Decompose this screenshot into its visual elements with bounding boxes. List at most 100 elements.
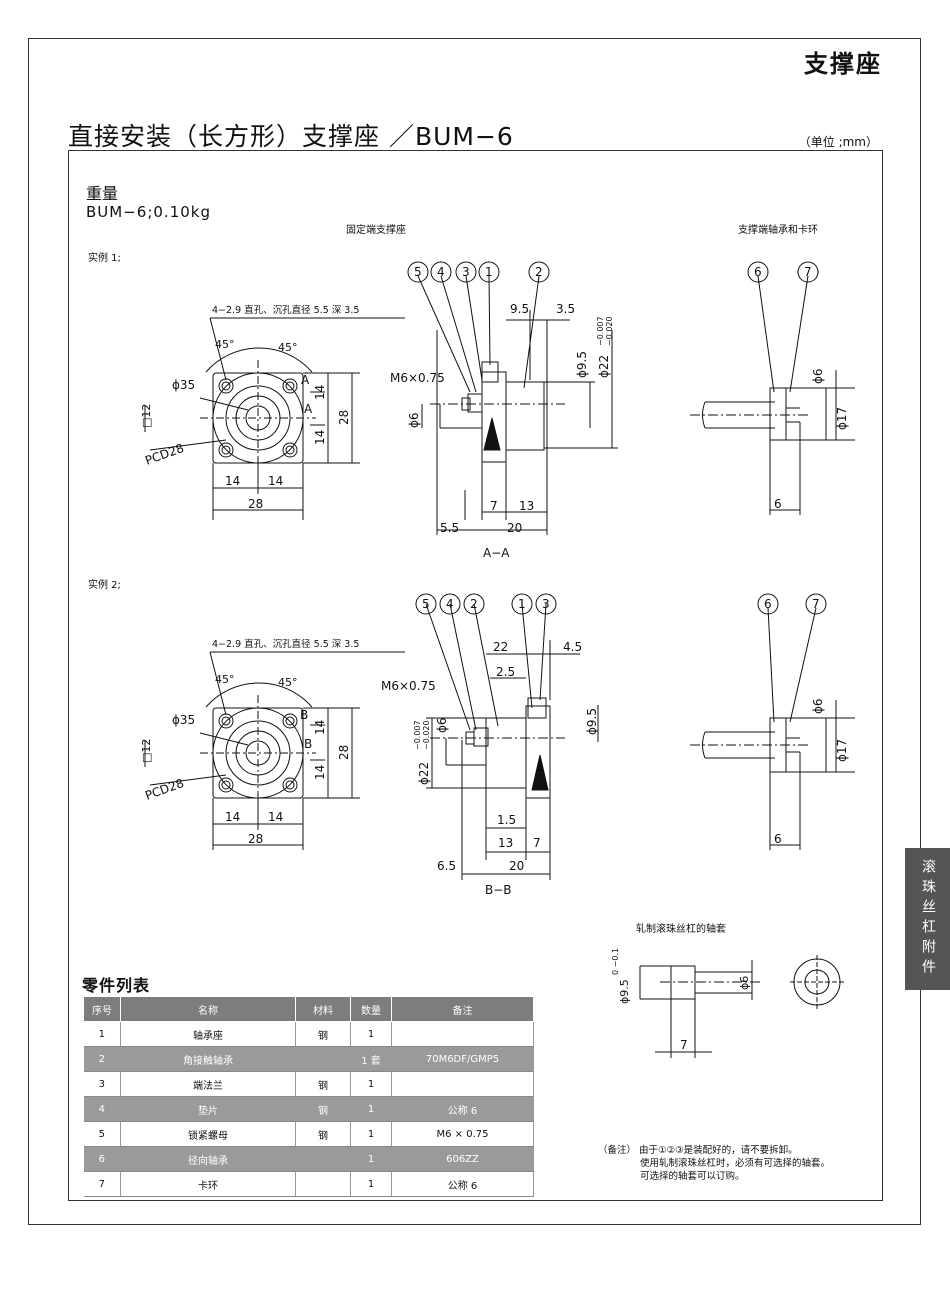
- callout-1: 1: [485, 265, 493, 279]
- callout-3: 3: [542, 597, 550, 611]
- cell-name: 垫片: [120, 1096, 296, 1122]
- width14-label: 14: [225, 810, 240, 824]
- cell-name: 径向轴承: [120, 1146, 296, 1172]
- col-header-qty: 数量: [350, 996, 392, 1022]
- weight-value: BUM−6;0.10kg: [86, 203, 211, 221]
- len6-label: 6: [774, 497, 782, 511]
- page-frame: [28, 38, 921, 1225]
- cell-material: 钢: [295, 1021, 351, 1047]
- cell-remark: 公称 6: [391, 1096, 534, 1122]
- table-row: 7 卡环 1 公称 6: [83, 1171, 534, 1197]
- note-line: 使用轧制滚珠丝杠时，必须有可选择的轴套。: [640, 1158, 831, 1169]
- section-aa-label: A−A: [483, 546, 510, 560]
- dia22-tol-upper: −0.007: [413, 720, 422, 750]
- width14-label: 14: [225, 474, 240, 488]
- len20-label: 20: [509, 859, 524, 873]
- unit-label: （单位 ;mm）: [798, 135, 878, 149]
- cell-no: 5: [83, 1121, 121, 1147]
- dia22-tol-lower: −0.020: [422, 720, 431, 750]
- thread-label: M6×0.75: [390, 371, 445, 385]
- table-row: 6 径向轴承 1 606ZZ: [83, 1146, 534, 1172]
- width14-label: 14: [268, 810, 283, 824]
- weight-heading: 重量: [86, 184, 119, 203]
- dia6-label: ϕ6: [811, 368, 825, 384]
- callout-3: 3: [462, 265, 470, 279]
- side-section-tab: 滚珠丝杠附件: [905, 848, 950, 990]
- section-view-bb: [415, 593, 599, 880]
- cell-no: 3: [83, 1071, 121, 1097]
- height14-label: 14: [313, 385, 327, 400]
- pcd-label: PCD28: [143, 441, 185, 468]
- sleeve-dia9.5-tol: 0 −0.1: [611, 948, 620, 975]
- cell-no: 6: [83, 1146, 121, 1172]
- square12-label: □12: [140, 404, 153, 428]
- example2-label: 实例 2;: [88, 580, 121, 591]
- hole-note-2: 4−2.9 直孔、沉孔直径 5.5 深 3.5: [212, 638, 359, 650]
- angle-label: 45°: [215, 673, 235, 686]
- note-line: 可选择的轴套可以订购。: [640, 1171, 745, 1182]
- height14-label: 14: [313, 430, 327, 445]
- cell-name: 锁紧螺母: [120, 1121, 296, 1147]
- section-view-aa: [407, 261, 618, 535]
- len7-label: 7: [490, 499, 498, 513]
- dia6-label: ϕ6: [811, 698, 825, 714]
- cell-remark: 70M6DF/GMP5: [391, 1046, 534, 1072]
- hole-note-1: 4−2.9 直孔、沉孔直径 5.5 深 3.5: [212, 304, 359, 316]
- table-header-row: 序号 名称 材料 数量 备注: [83, 996, 534, 1022]
- len22-label: 22: [493, 640, 508, 654]
- cell-qty: 1: [350, 1171, 392, 1197]
- note-line: 由于①②③是装配好的，请不要拆卸。: [639, 1145, 798, 1156]
- dia35-label: ϕ35: [172, 378, 195, 392]
- width28-label: 28: [248, 832, 263, 846]
- callout-7: 7: [812, 597, 820, 611]
- len6.5-label: 6.5: [437, 859, 456, 873]
- cell-qty: 1: [350, 1071, 392, 1097]
- sleeve-title: 轧制滚珠丝杠的轴套: [636, 924, 726, 935]
- callout-5: 5: [422, 597, 430, 611]
- len6-label: 6: [774, 832, 782, 846]
- section-marker-a: A: [301, 373, 310, 387]
- angle-label: 45°: [278, 341, 298, 354]
- footnote: （备注） 由于①②③是装配好的，请不要拆卸。 使用轧制滚珠丝杠时，必须有可选择的…: [598, 1144, 868, 1183]
- section-marker-b: B: [300, 708, 308, 722]
- cell-no: 2: [83, 1046, 121, 1072]
- col-header-no: 序号: [83, 996, 121, 1022]
- sleeve-len7-label: 7: [680, 1038, 688, 1052]
- cell-remark: M6 × 0.75: [391, 1121, 534, 1147]
- pcd-label: PCD28: [143, 776, 185, 803]
- cell-remark: [391, 1021, 534, 1047]
- len7-label: 7: [533, 836, 541, 850]
- parts-list-heading: 零件列表: [82, 976, 151, 995]
- section-marker-b: B: [304, 737, 312, 751]
- callout-2: 2: [535, 265, 543, 279]
- cell-material: 钢: [295, 1071, 351, 1097]
- sleeve-view: [639, 955, 844, 1058]
- sleeve-dia9.5-label: ϕ9.5: [618, 979, 631, 1004]
- height14-label: 14: [313, 720, 327, 735]
- content-frame: [68, 150, 883, 1201]
- len2.5-label: 2.5: [496, 665, 515, 679]
- len9.5-label: 9.5: [510, 302, 529, 316]
- cell-name: 轴承座: [120, 1021, 296, 1047]
- angle-label: 45°: [278, 676, 298, 689]
- width14-label: 14: [268, 474, 283, 488]
- width28-label: 28: [248, 497, 263, 511]
- dia9.5-label: ϕ9.5: [585, 708, 599, 735]
- cell-no: 1: [83, 1021, 121, 1047]
- callout-1: 1: [518, 597, 526, 611]
- callout-6: 6: [754, 265, 762, 279]
- cell-no: 4: [83, 1096, 121, 1122]
- page-title: 直接安装（长方形）支撑座 ／BUM−6: [68, 122, 514, 151]
- dia6-label: ϕ6: [435, 717, 449, 733]
- col-header-name: 名称: [120, 996, 296, 1022]
- callout-4: 4: [437, 265, 445, 279]
- section-marker-a: A: [304, 402, 313, 416]
- cell-material: 钢: [295, 1096, 351, 1122]
- support-end-view-2: [690, 593, 855, 850]
- len3.5-label: 3.5: [556, 302, 575, 316]
- height28-label: 28: [337, 745, 351, 760]
- col-header-remark: 备注: [391, 996, 534, 1022]
- dia17-label: ϕ17: [835, 739, 849, 762]
- cell-remark: 606ZZ: [391, 1146, 534, 1172]
